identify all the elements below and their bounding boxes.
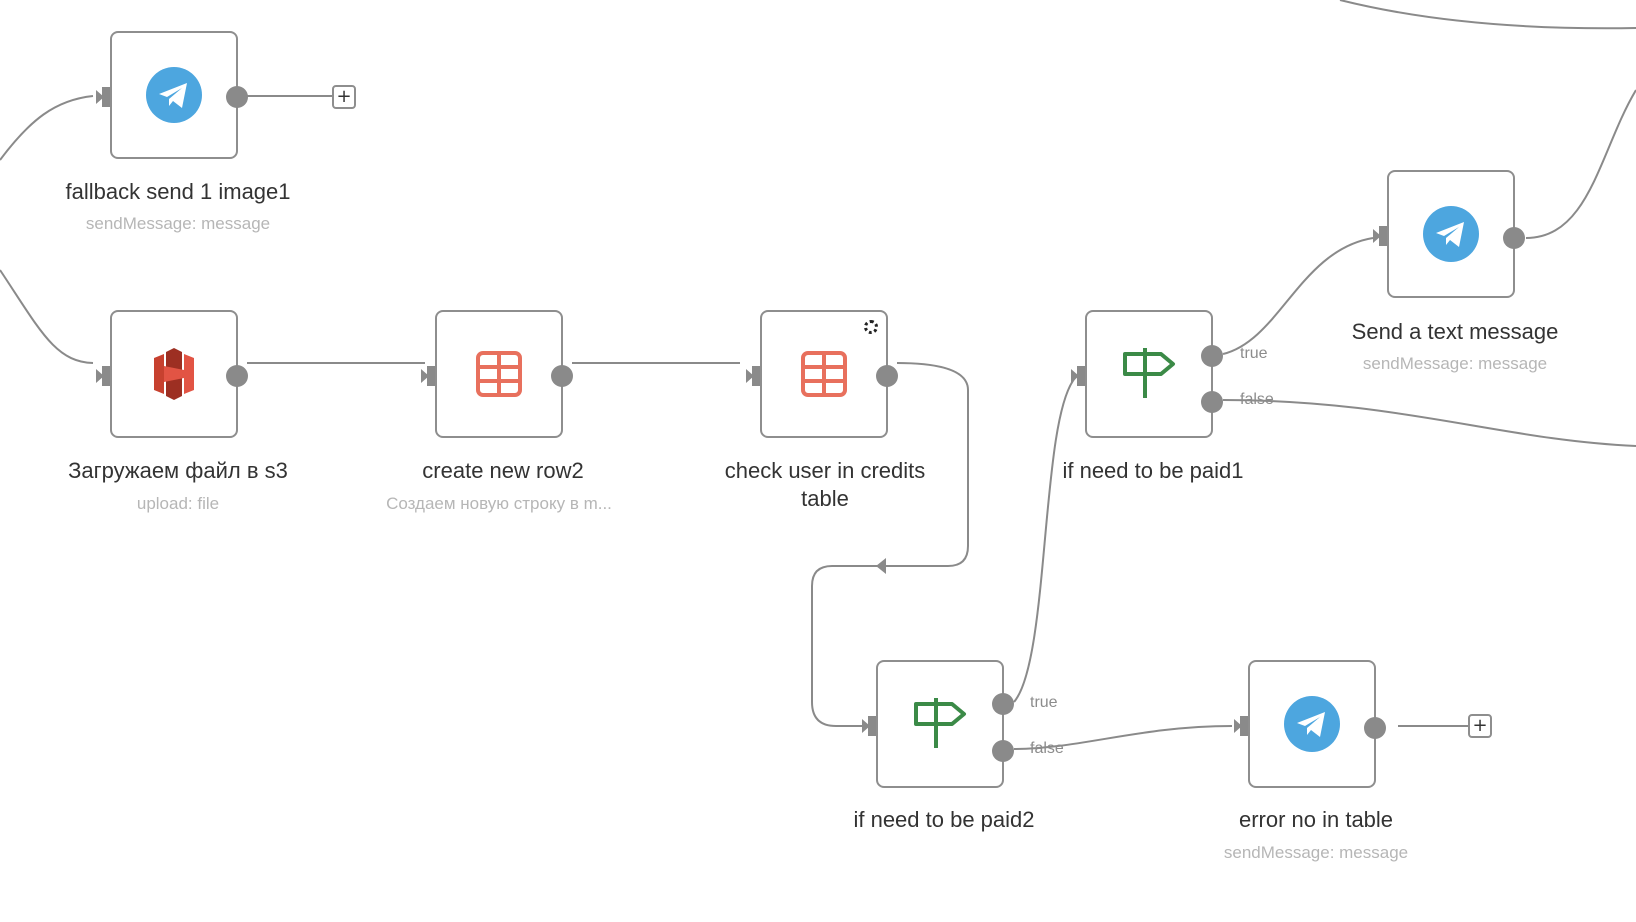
node-check-user[interactable]: [746, 310, 898, 438]
node-subtitle: sendMessage: message: [1362, 354, 1548, 373]
loading-icon: [864, 320, 878, 334]
output-port[interactable]: [226, 365, 248, 387]
output-port[interactable]: [226, 86, 248, 108]
node-subtitle: upload: file: [136, 494, 220, 513]
telegram-icon: [146, 67, 202, 123]
input-port[interactable]: [862, 716, 876, 736]
output-port[interactable]: [1503, 227, 1525, 249]
input-port[interactable]: [1373, 226, 1387, 246]
node-if-paid1[interactable]: [1071, 310, 1223, 438]
node-upload-s3[interactable]: [96, 310, 248, 438]
connection-check-paid2: [811, 362, 969, 727]
node-name: Send a text message: [1351, 319, 1559, 344]
node-name: if need to be paid1: [1062, 458, 1244, 483]
branch-label-false: false: [1240, 391, 1274, 408]
connection-top-right: [1339, 0, 1636, 30]
node-name: Загружаем файл в s3: [68, 458, 288, 483]
output-port-true[interactable]: [1201, 345, 1223, 367]
output-port[interactable]: [551, 365, 573, 387]
input-port[interactable]: [1071, 366, 1085, 386]
node-name: create new row2: [422, 458, 584, 483]
node-name: fallback send 1 image1: [65, 179, 291, 204]
node-subtitle: Создаем новую строку в m...: [386, 494, 612, 513]
output-port-true[interactable]: [992, 693, 1014, 715]
connection-paid1-true-send: [1222, 237, 1374, 355]
output-port-false[interactable]: [1201, 391, 1223, 413]
signpost-icon: [1123, 348, 1175, 398]
branch-label-false: false: [1030, 740, 1064, 757]
add-node-button[interactable]: +: [1468, 714, 1492, 738]
branch-label-true: true: [1240, 345, 1268, 362]
input-port[interactable]: [96, 87, 110, 107]
input-port[interactable]: [421, 366, 435, 386]
connection-paid2-false-error: [1013, 725, 1233, 750]
connection-incoming-fallback: [0, 95, 94, 161]
connection-paid1-false-out: [1222, 399, 1636, 447]
table-icon: [476, 351, 522, 397]
output-port[interactable]: [876, 365, 898, 387]
node-if-paid2[interactable]: [862, 660, 1014, 788]
node-name: check user in credits table: [724, 458, 926, 511]
node-error-no-in-table[interactable]: [1234, 660, 1386, 788]
connection-arrow: [876, 558, 886, 574]
telegram-icon: [1423, 206, 1479, 262]
input-port[interactable]: [1234, 716, 1248, 736]
input-port[interactable]: [96, 366, 110, 386]
telegram-icon: [1284, 696, 1340, 752]
node-send-text-message[interactable]: [1373, 170, 1525, 298]
node-subtitle: sendMessage: message: [1223, 843, 1409, 862]
node-fallback-send[interactable]: [96, 31, 248, 159]
branch-label-true: true: [1030, 694, 1058, 711]
add-node-button[interactable]: +: [332, 85, 356, 109]
node-name: if need to be paid2: [853, 807, 1035, 832]
output-port-false[interactable]: [992, 740, 1014, 762]
node-subtitle: sendMessage: message: [85, 214, 271, 233]
output-port[interactable]: [1364, 717, 1386, 739]
table-icon: [801, 351, 847, 397]
node-create-new-row[interactable]: [421, 310, 573, 438]
node-name: error no in table: [1238, 807, 1394, 832]
signpost-icon: [914, 698, 966, 748]
input-port[interactable]: [746, 366, 760, 386]
connection-paid2-true-paid1: [1013, 377, 1076, 703]
aws-s3-icon: [154, 348, 194, 400]
connection-send-out: [1525, 89, 1636, 239]
connection-incoming-upload: [0, 269, 94, 364]
